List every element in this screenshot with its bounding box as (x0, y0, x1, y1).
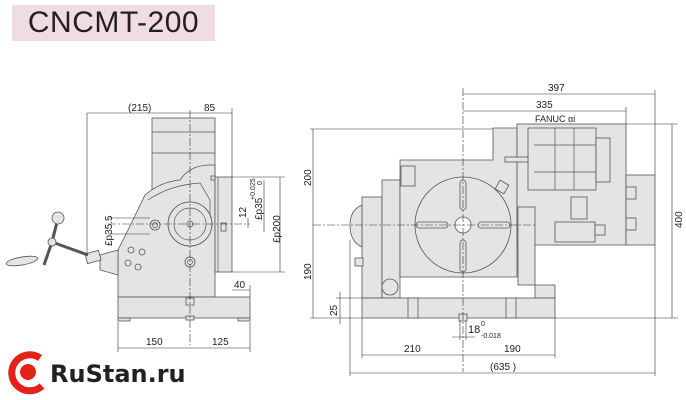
front-base (361, 297, 556, 319)
model-title: CNCMT-200 (27, 6, 200, 39)
rustan-logo: RuStan.ru (8, 351, 186, 395)
dim-40: 40 (234, 280, 246, 291)
dim-210: 210 (404, 344, 421, 355)
dim-slot-12: 12 (238, 206, 249, 218)
tol-lower: 0 (257, 181, 264, 185)
dim-85: 85 (204, 103, 216, 114)
dim-190-height: 190 (303, 263, 314, 280)
dim-25: 25 (329, 304, 340, 316)
dim-bore-355: £p35.5 (104, 215, 115, 246)
dim-key-18: 18 (468, 324, 480, 336)
tol-upper: +0.025 (250, 178, 257, 200)
dim-125: 125 (212, 337, 229, 348)
dim-190-base: 190 (504, 344, 521, 355)
base (117, 296, 251, 319)
dim-200: 200 (303, 169, 314, 186)
model-title-box: CNCMT-200 (12, 5, 215, 41)
dim-215: (215) (128, 103, 151, 114)
dim-397: 397 (548, 83, 565, 94)
dim-335: 335 (536, 100, 553, 111)
servo-motor (527, 127, 597, 191)
key-tol-lower: -0.018 (481, 333, 501, 340)
dim-150: 150 (146, 337, 163, 348)
dim-635: (635 ) (490, 362, 516, 373)
logo-text: RuStan.ru (50, 360, 186, 388)
front-view: 397 335 FANUC αi 400 200 190 25 18 0 -0.… (303, 83, 685, 376)
hand-crank (5, 211, 119, 276)
side-view: (215) 85 £p35.5 £p200 12 £p35 +0.025 0 4… (5, 103, 285, 352)
key-tol-upper: 0 (481, 321, 485, 328)
dim-bore-35: £p35 (254, 197, 265, 220)
motor-label: FANUC αi (535, 114, 575, 124)
dim-400: 400 (674, 211, 685, 228)
dim-faceplate-200: £p200 (272, 215, 283, 243)
